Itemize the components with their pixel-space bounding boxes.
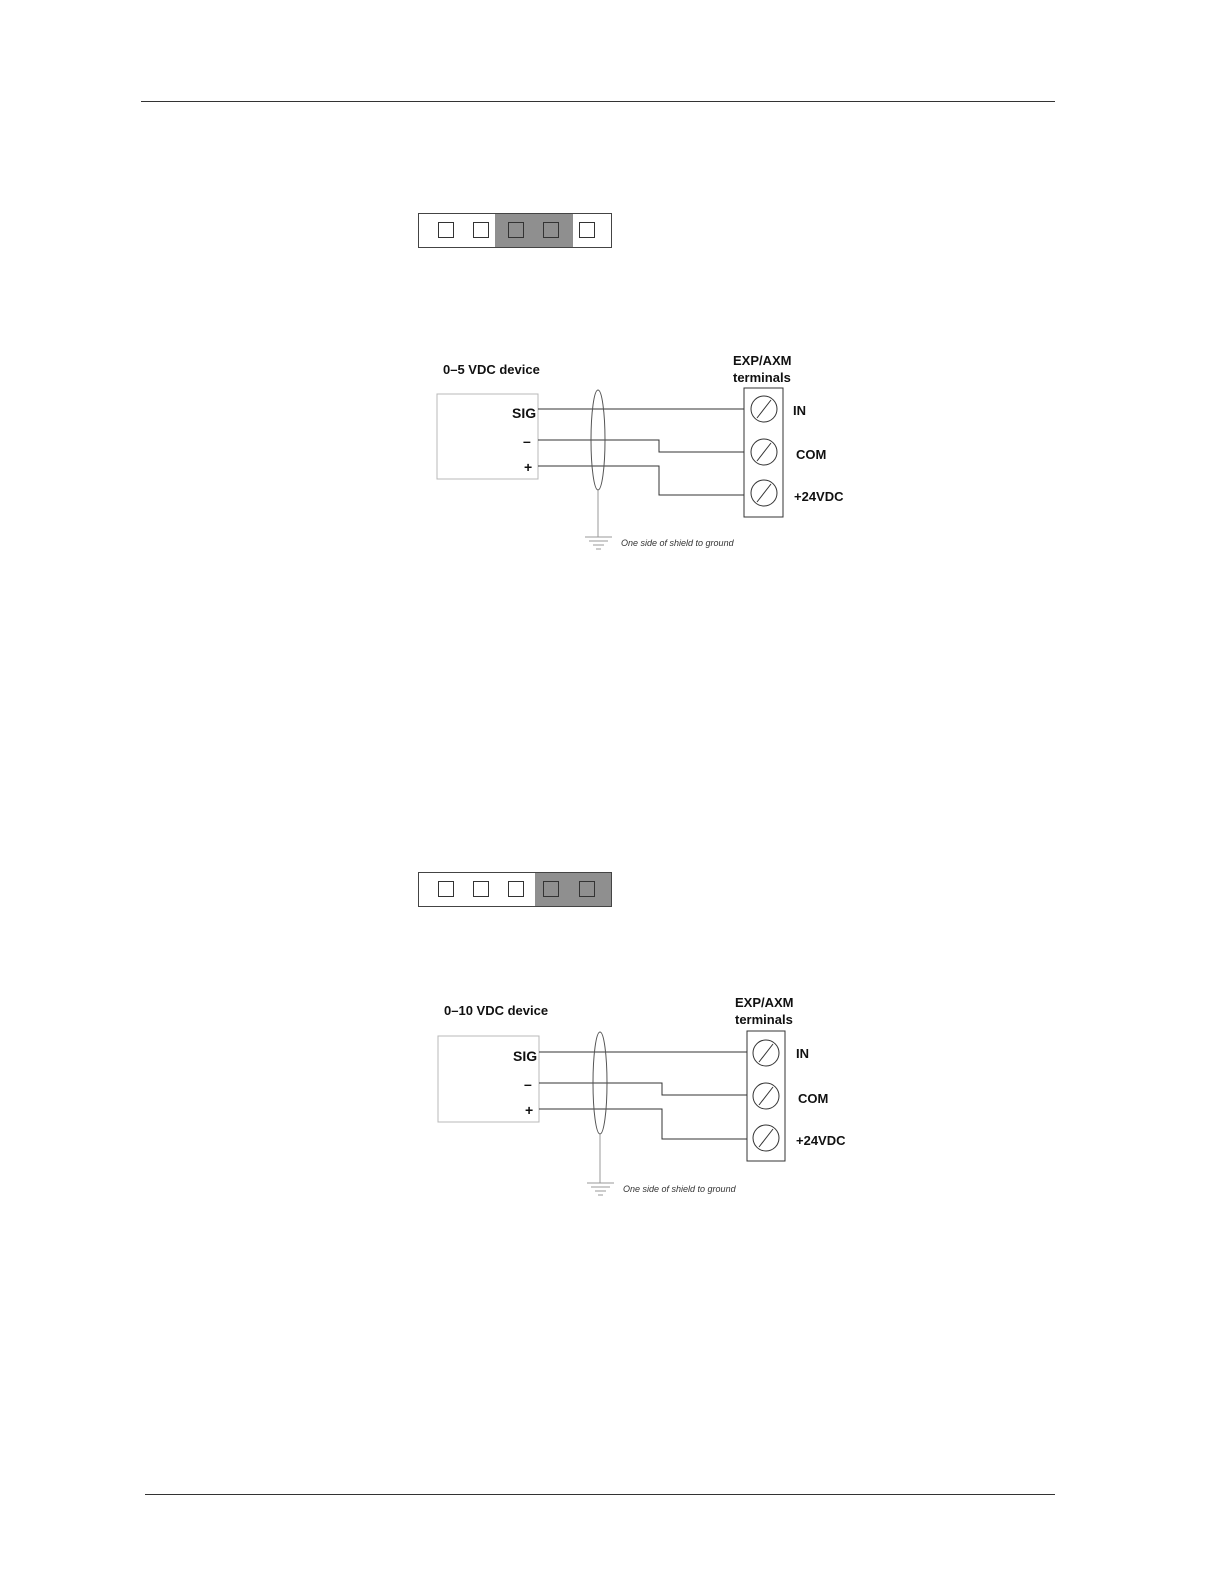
shield-note: One side of shield to ground — [623, 1184, 737, 1194]
wire-plus — [539, 1109, 747, 1139]
device-pin-plus: + — [525, 1102, 533, 1118]
wire-minus — [539, 1083, 747, 1095]
terminals-label-line2: terminals — [735, 1012, 793, 1027]
terminal-label-com: COM — [798, 1091, 828, 1106]
device-label: 0–10 VDC device — [444, 1003, 548, 1018]
screw-terminals — [753, 1040, 779, 1151]
terminal-label-in: IN — [796, 1046, 809, 1061]
ground-icon — [587, 1134, 614, 1195]
wires — [539, 1052, 747, 1139]
terminal-label-24vdc: +24VDC — [796, 1133, 846, 1148]
terminals-label-line1: EXP/AXM — [735, 995, 794, 1010]
device-pin-sig: SIG — [513, 1048, 537, 1064]
device-pin-minus: – — [524, 1076, 532, 1092]
